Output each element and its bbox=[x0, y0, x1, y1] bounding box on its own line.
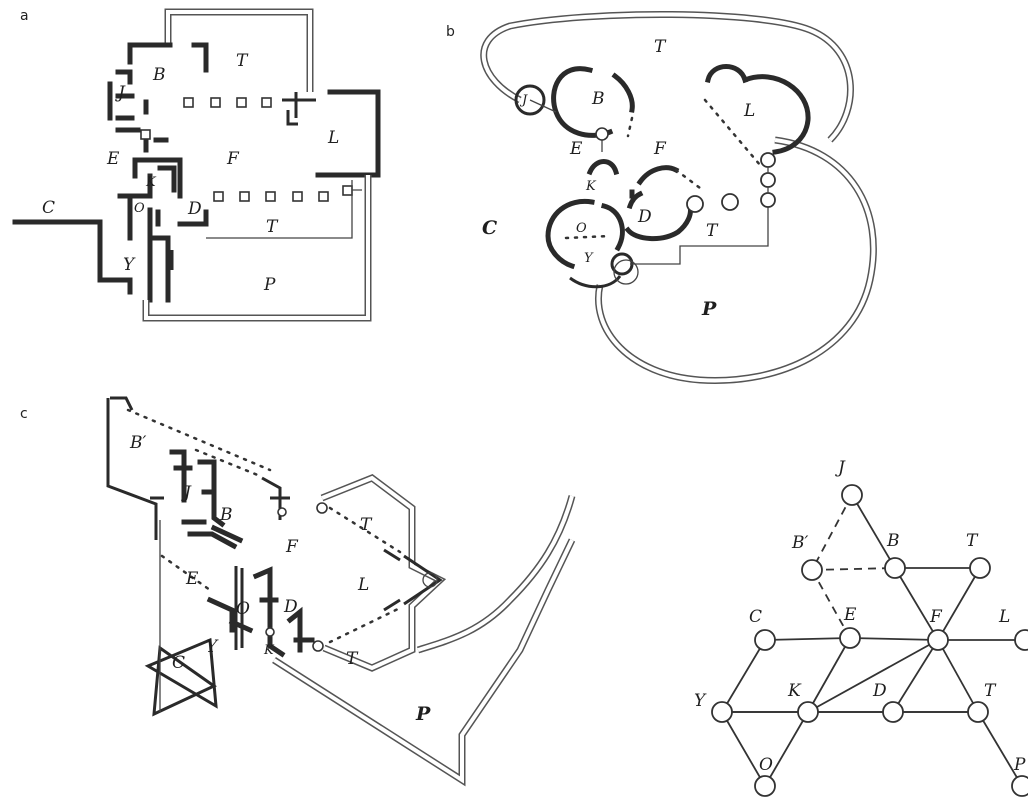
graph-edge-T2-P bbox=[977, 711, 1023, 787]
graph-edge-T1-F bbox=[937, 567, 981, 641]
graph-label-D: D bbox=[872, 681, 887, 701]
graph-node-K bbox=[797, 701, 819, 723]
label-b-Y: Y bbox=[584, 251, 594, 266]
graph-node-B2 bbox=[801, 559, 823, 581]
graph-edge-B2-B bbox=[811, 567, 896, 571]
graph-node-D bbox=[882, 701, 904, 723]
graph-node-B bbox=[884, 557, 906, 579]
label-a-Y: Y bbox=[123, 255, 136, 275]
graph-label-J: J bbox=[835, 458, 846, 478]
graph-node-Y bbox=[711, 701, 733, 723]
graph-node-T2 bbox=[967, 701, 989, 723]
label-b-O: O bbox=[576, 221, 587, 236]
graph-edge-C-E bbox=[764, 637, 851, 641]
label-c-T2: T bbox=[346, 649, 359, 669]
graph-edge-B2-E bbox=[811, 569, 851, 639]
graph-label-O: O bbox=[759, 755, 773, 775]
label-b-B: B bbox=[591, 89, 605, 109]
graph-node-T1 bbox=[969, 557, 991, 579]
graph-label-B: B bbox=[886, 531, 900, 551]
panel-tag-c: c bbox=[20, 406, 28, 422]
label-a-K: K bbox=[145, 175, 157, 190]
label-a-D: D bbox=[187, 199, 202, 219]
graph-edge-T2-F bbox=[937, 639, 979, 713]
label-c-K: K bbox=[263, 643, 275, 658]
graph-node-L bbox=[1014, 629, 1028, 651]
label-c-T1: T bbox=[360, 515, 373, 535]
panel-tag-b: b bbox=[446, 24, 455, 40]
graph-edge-Y-O bbox=[721, 711, 766, 787]
graph-node-E bbox=[839, 627, 861, 649]
label-c-B2: B′ bbox=[129, 433, 146, 453]
label-a-P: P bbox=[263, 275, 276, 295]
panel-c: c bbox=[20, 396, 576, 787]
panel-a: a T B J L bbox=[12, 8, 381, 322]
label-b-J: J bbox=[519, 93, 528, 108]
graph-node-J bbox=[841, 484, 863, 506]
label-a-B: B bbox=[152, 65, 166, 85]
panel-b: b bbox=[446, 10, 877, 384]
graph-label-B2: B′ bbox=[791, 533, 808, 553]
graph-label-C: C bbox=[749, 607, 762, 627]
label-a-L: L bbox=[327, 128, 339, 148]
label-a-T2: T bbox=[266, 217, 279, 237]
graph-label-L: L bbox=[998, 607, 1010, 627]
graph-edge-F-K bbox=[807, 639, 939, 713]
label-a-E: E bbox=[106, 149, 120, 169]
graph-node-F bbox=[927, 629, 949, 651]
graph-nodes bbox=[711, 484, 1028, 797]
graph-edge-B-F bbox=[894, 567, 939, 641]
label-c-D: D bbox=[283, 597, 298, 617]
label-c-P: P bbox=[415, 703, 431, 725]
label-b-T2: T bbox=[706, 221, 719, 241]
graph-node-P bbox=[1011, 775, 1028, 797]
graph-edge-O-K bbox=[764, 711, 809, 787]
panel-tag-a: a bbox=[20, 8, 29, 24]
graph-edge-E-K bbox=[807, 637, 851, 713]
graph-node-C bbox=[754, 629, 776, 651]
label-c-O: O bbox=[236, 599, 250, 619]
graph-label-T1: T bbox=[966, 531, 979, 551]
graph-label-T2: T bbox=[984, 681, 997, 701]
graph-edges bbox=[721, 494, 1025, 787]
label-b-K: K bbox=[585, 179, 597, 194]
label-b-P: P bbox=[701, 298, 717, 320]
label-b-T1: T bbox=[654, 37, 667, 57]
label-c-F: F bbox=[285, 537, 299, 557]
label-c-Y: Y bbox=[206, 637, 219, 657]
label-c-L: L bbox=[357, 575, 369, 595]
graph-edge-Y-C bbox=[721, 639, 766, 713]
label-a-C: C bbox=[42, 198, 55, 218]
label-a-J: J bbox=[115, 83, 126, 103]
graph-label-F: F bbox=[929, 607, 943, 627]
label-c-J: J bbox=[181, 483, 192, 503]
graph-edge-J-B bbox=[851, 494, 896, 569]
label-c-B: B bbox=[219, 505, 233, 525]
label-b-F: F bbox=[653, 139, 667, 159]
label-b-D: D bbox=[637, 207, 652, 227]
graph-node-O bbox=[754, 775, 776, 797]
label-a-T1: T bbox=[236, 51, 249, 71]
label-c-C: C bbox=[172, 653, 185, 673]
graph-label-K: K bbox=[787, 681, 802, 701]
label-c-E: E bbox=[185, 569, 199, 589]
graph-labels: J B′ B T C E F L Y K D T O P bbox=[694, 458, 1026, 775]
graph-edge-E-F bbox=[849, 637, 939, 641]
label-a-O: O bbox=[134, 201, 145, 216]
label-a-F: F bbox=[226, 149, 240, 169]
graph-label-E: E bbox=[843, 605, 857, 625]
graph-label-P: P bbox=[1013, 755, 1026, 775]
label-b-L: L bbox=[743, 101, 755, 121]
graph-edge-J-B2 bbox=[811, 494, 853, 571]
graph-edge-F-D bbox=[892, 639, 939, 713]
graph-label-Y: Y bbox=[694, 691, 707, 711]
label-b-C: C bbox=[482, 217, 497, 239]
label-b-E: E bbox=[569, 139, 583, 159]
